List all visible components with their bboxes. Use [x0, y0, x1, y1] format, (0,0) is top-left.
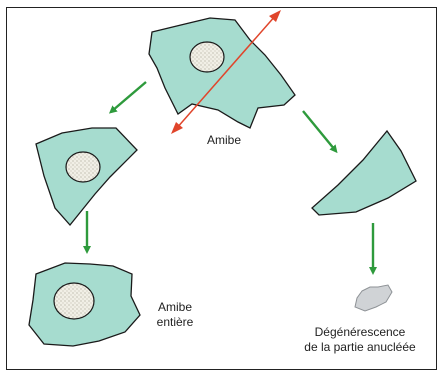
amoeba-whole-nucleus — [54, 283, 94, 319]
amoeba-anucleate-half — [312, 131, 416, 215]
arrow-left-top — [112, 82, 146, 111]
label-degenerescence-line2: de la partie anucléée — [295, 340, 425, 355]
amoeba-original-nucleus — [190, 42, 224, 72]
degenerated-fragment-body — [355, 285, 392, 311]
anucleate-half-body — [312, 131, 416, 215]
arrow-right-top — [303, 111, 335, 150]
degenerated-fragment — [355, 285, 392, 311]
nucleated-half-nucleus — [66, 152, 100, 182]
label-degenerescence-line1: Dégénérescence — [295, 325, 425, 340]
amoeba-nucleated-half — [36, 128, 137, 225]
amoeba-whole — [29, 263, 140, 346]
label-amibe-entiere-line1: Amibe — [145, 300, 205, 315]
label-amibe-entiere: Amibe entière — [145, 300, 205, 330]
label-amibe: Amibe — [199, 133, 249, 148]
amoeba-original — [149, 18, 295, 128]
label-degenerescence: Dégénérescence de la partie anucléée — [295, 325, 425, 355]
label-amibe-entiere-line2: entière — [145, 315, 205, 330]
amoeba-original-body — [149, 18, 295, 128]
